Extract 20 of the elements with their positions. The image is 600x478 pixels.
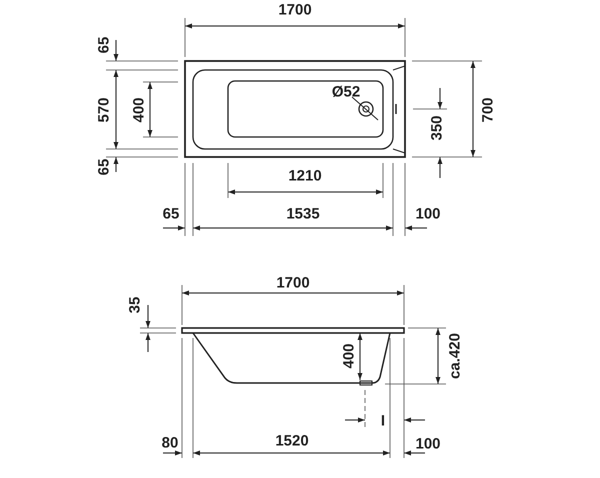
dimension-label: 1700 [276,276,310,290]
dimension-label: 65 [162,206,180,222]
dimension-label: 80 [162,436,178,450]
dimension-label: 1700 [278,2,312,18]
dimension-label: 700 [480,97,496,123]
dimension-label: 1520 [275,434,309,448]
dimension-label: 400 [342,343,356,369]
dimension-label: 1535 [286,206,320,222]
dimension-label: 35 [128,296,142,314]
dimension-label: 100 [415,436,441,452]
dimension-label: 350 [430,115,444,141]
dimension-label: 400 [132,97,146,123]
dimension-label: ca.420 [448,333,462,379]
dimension-label: 65 [96,158,112,176]
dimension-label: 65 [96,36,112,54]
dimension-label: 570 [96,97,112,123]
dimension-label: I [380,414,386,428]
dimension-label: 1210 [288,168,322,184]
dimension-label: Ø52 [332,84,360,100]
dimension-label: 100 [415,206,441,222]
